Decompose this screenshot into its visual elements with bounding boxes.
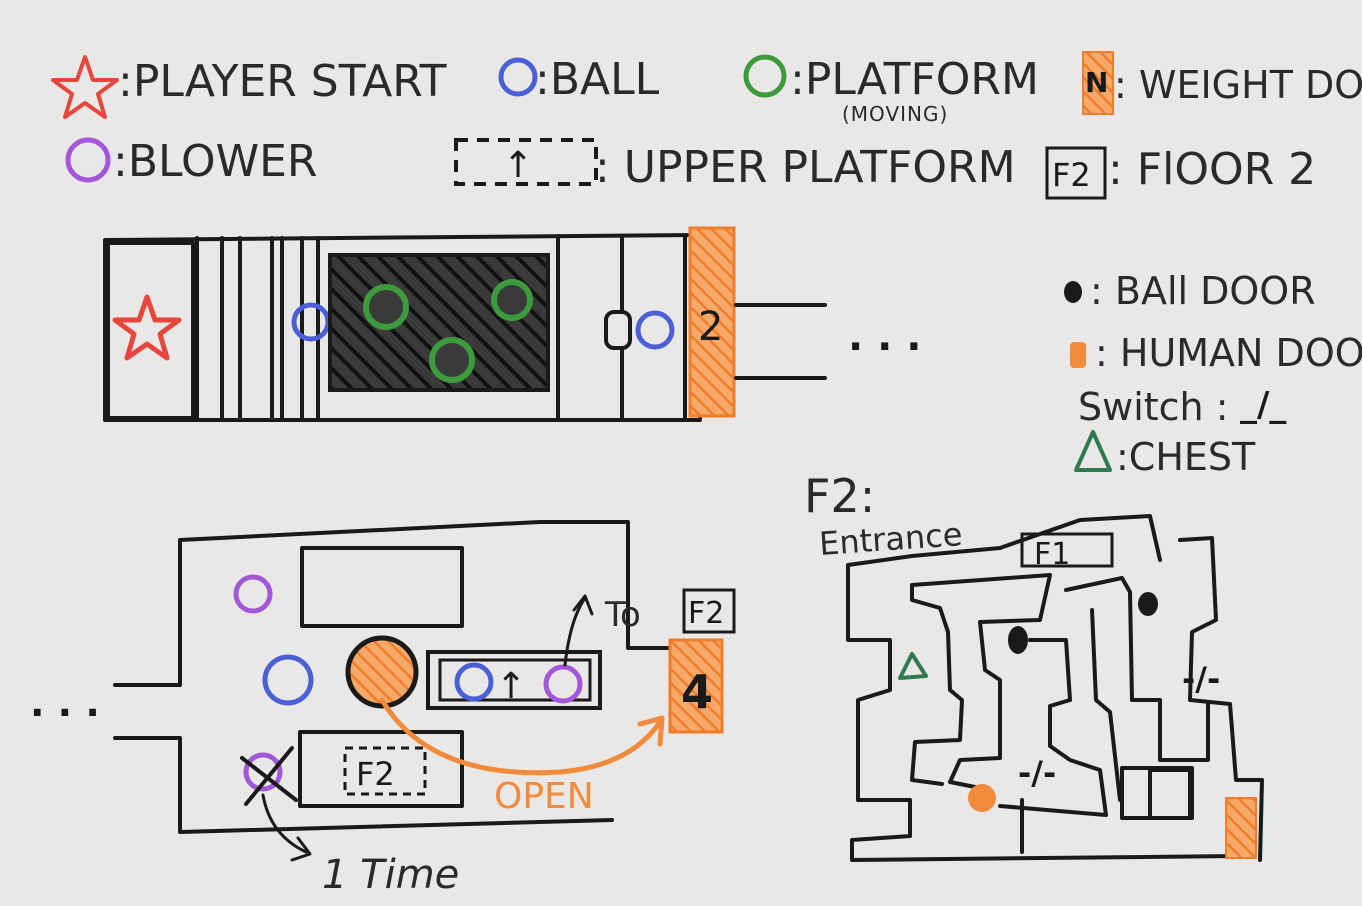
ball-door-legend: : BAll DOOR: [1064, 269, 1316, 313]
black-dot-icon: [1064, 281, 1082, 303]
legend: :PLAYER START :BALL :PLATFORM (MOVING) N…: [51, 51, 1362, 479]
ball-door-label: : BAll DOOR: [1090, 269, 1316, 313]
chest-label: :CHEST: [1116, 435, 1256, 479]
switch-b-glyph: -/-: [1018, 754, 1056, 792]
weight-door-icon: [1082, 51, 1114, 115]
chest-icon: [898, 652, 928, 680]
switch-glyph: _/_: [1240, 385, 1286, 425]
one-time-label: 1 Time: [322, 852, 459, 898]
blue-circle-icon: [498, 57, 538, 97]
platform-moving-note: (MOVING): [842, 102, 948, 126]
floor2-stairs-icon: [343, 746, 427, 796]
lower-block: [298, 730, 464, 808]
human-door-icon: [968, 784, 996, 812]
weight-door: [688, 226, 736, 418]
ball-icon: [454, 662, 494, 702]
ball-door-slot-icon: [604, 310, 632, 350]
to-f2-arrow: [563, 594, 594, 667]
switch-legend: Switch : _/_: [1078, 385, 1286, 429]
room-2: . . . F2 ↑ To F2 4 OPEN 1 Time: [30, 520, 736, 898]
floor-2-map: F2: Entrance F1 -/- -/-: [804, 469, 1264, 862]
green-circle-icon: [743, 54, 787, 98]
room-1-continuation: . . .: [848, 314, 921, 360]
floor2-box-icon: [1045, 146, 1107, 200]
room-2-continuation: . . .: [30, 681, 100, 725]
weight-door-legend: N : WEIGHT DOOR: [1082, 51, 1362, 115]
pressure-block: [1120, 766, 1194, 820]
blower-label: :BLOWER: [113, 136, 317, 187]
purple-circle-icon: [65, 137, 111, 183]
ball-door-icon: [1008, 626, 1028, 654]
platform-legend: :PLATFORM (MOVING): [743, 54, 1039, 126]
room-1: 2 . . .: [103, 226, 921, 422]
exit-to-f1-label: F1: [1034, 537, 1070, 572]
moving-platform-icon: [363, 284, 409, 330]
weight-door-label: : WEIGHT DOOR: [1114, 63, 1362, 107]
weight-door-number: 2: [698, 304, 723, 350]
upper-platform: [426, 650, 602, 710]
switch-label: Switch :: [1078, 385, 1229, 429]
floor2-legend: F2 : FlOOR 2: [1045, 144, 1316, 200]
floor-2-title: F2:: [804, 469, 875, 523]
human-door-icon: [1225, 797, 1257, 859]
ball-icon: [635, 310, 675, 350]
floor2-label: : FlOOR 2: [1108, 144, 1316, 195]
exit-to-f1-box: [1020, 532, 1114, 568]
pressure-block-inner: [1148, 768, 1192, 820]
floor2-glyph: F2: [1052, 156, 1091, 194]
weight-door: [668, 638, 724, 734]
switch-a-glyph: -/-: [1182, 660, 1220, 698]
ball-legend: :BALL: [498, 54, 660, 105]
ball-door-icon: [1138, 592, 1158, 616]
upper-platform-label: : UPPER PLATFORM: [595, 142, 1016, 193]
upper-platform-icon: [454, 138, 598, 186]
one-time-arrow: [261, 793, 312, 862]
blower-icon: [243, 752, 283, 792]
green-triangle-icon: [1074, 430, 1112, 472]
moving-platform-icon: [429, 337, 475, 383]
to-f2-box-icon: [682, 588, 736, 634]
human-door-label: : HUMAN DOOR: [1095, 331, 1362, 375]
weight-door-glyph: N: [1085, 66, 1108, 99]
open-arrowhead-icon: [637, 715, 665, 747]
blower-icon: [543, 664, 583, 704]
weight-door-number: 4: [681, 665, 713, 719]
ball-icon: [262, 654, 314, 706]
upper-platform-legend: ↑ : UPPER PLATFORM: [454, 138, 1016, 193]
to-f2-label: F2: [688, 596, 724, 631]
red-star-icon: [51, 55, 119, 119]
blower-legend: :BLOWER: [65, 136, 317, 187]
open-arrow: [379, 697, 663, 776]
ball-icon: [291, 302, 331, 342]
upper-block: [300, 546, 464, 628]
moving-platform-icon: [491, 279, 533, 321]
player-start-legend: :PLAYER START: [51, 55, 447, 119]
floor2-stairs-label: F2: [356, 755, 395, 793]
up-arrow-icon: ↑: [496, 666, 526, 707]
blower-icon: [233, 574, 273, 614]
open-label: OPEN: [494, 776, 594, 817]
human-door-switch-icon: [345, 635, 419, 709]
up-arrow-icon: ↑: [503, 145, 533, 186]
orange-dot-icon: [1070, 342, 1086, 368]
to-label: To: [604, 595, 641, 635]
player-start-label: :PLAYER START: [118, 56, 447, 107]
start-cell: [106, 241, 195, 420]
room-2-outline: [113, 520, 670, 834]
human-door-legend: : HUMAN DOOR: [1070, 331, 1362, 375]
player-start-star-icon: [112, 294, 182, 361]
chest-legend: :CHEST: [1074, 430, 1256, 479]
ball-label: :BALL: [535, 54, 660, 105]
platform-label: :PLATFORM: [790, 54, 1039, 105]
upper-platform-inner: [438, 658, 592, 702]
